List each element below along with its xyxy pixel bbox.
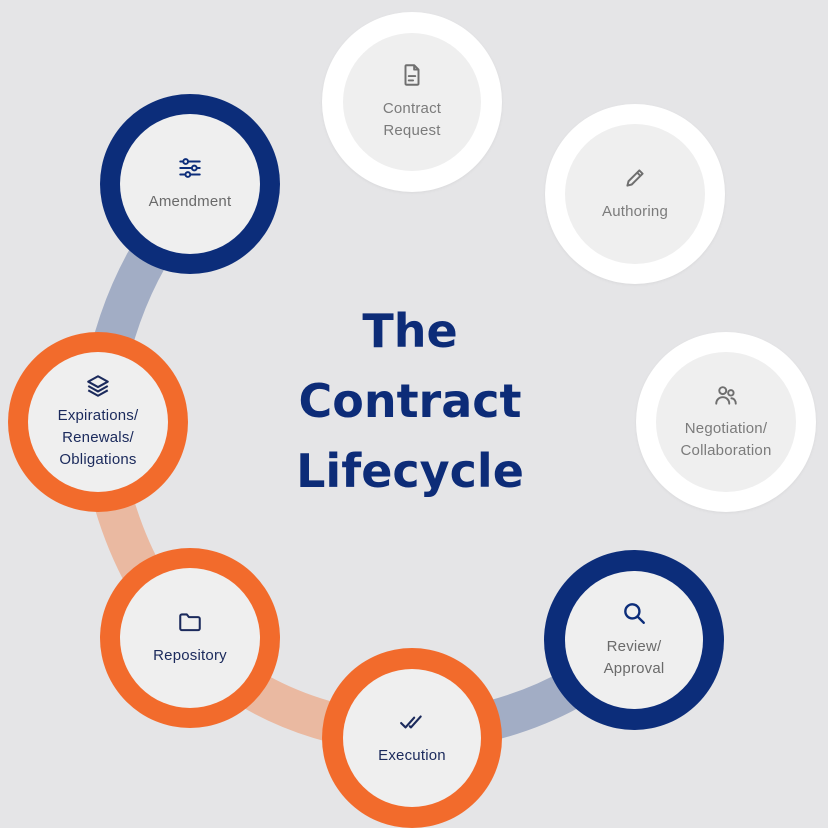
pencil-icon: [626, 169, 644, 187]
title-line: The: [362, 304, 458, 358]
stage-label: Contract: [382, 100, 442, 117]
stage-label: Negotiation/: [684, 420, 768, 437]
search-icon: [624, 603, 645, 624]
stage-label: Obligations: [59, 451, 137, 468]
stage-label: Approval: [603, 660, 665, 677]
stage-expirations: Expirations/ Renewals/ Obligations: [8, 332, 188, 512]
stage-label: Repository: [153, 647, 227, 664]
stage-label: Renewals/: [62, 429, 134, 446]
layers-icon: [87, 375, 109, 397]
stage-execution: Execution: [322, 648, 502, 828]
users-icon: [715, 386, 737, 405]
stage-repository: Repository: [100, 548, 280, 728]
stage-label: Expirations/: [57, 407, 139, 424]
sliders-icon: [179, 158, 201, 178]
stage-label: Collaboration: [680, 442, 772, 459]
stage-amendment: Amendment: [100, 94, 280, 274]
double-check-icon: [400, 715, 422, 729]
document-icon: [404, 64, 420, 86]
stage-label: Authoring: [601, 203, 668, 220]
stage-label: Amendment: [148, 193, 232, 210]
stage-review-approval: Review/ Approval: [544, 550, 724, 730]
stage-label: Request: [383, 122, 441, 139]
title-line: Lifecycle: [296, 444, 524, 498]
stage-label: Execution: [378, 747, 446, 764]
stage-contract-request: Contract Request: [322, 12, 502, 192]
stage-negotiation: Negotiation/ Collaboration: [636, 332, 816, 512]
stage-authoring: Authoring: [545, 104, 725, 284]
folder-icon: [179, 613, 201, 632]
diagram-title: The Contract Lifecycle: [270, 296, 550, 506]
stage-label: Review/: [606, 638, 662, 655]
title-line: Contract: [298, 374, 522, 428]
